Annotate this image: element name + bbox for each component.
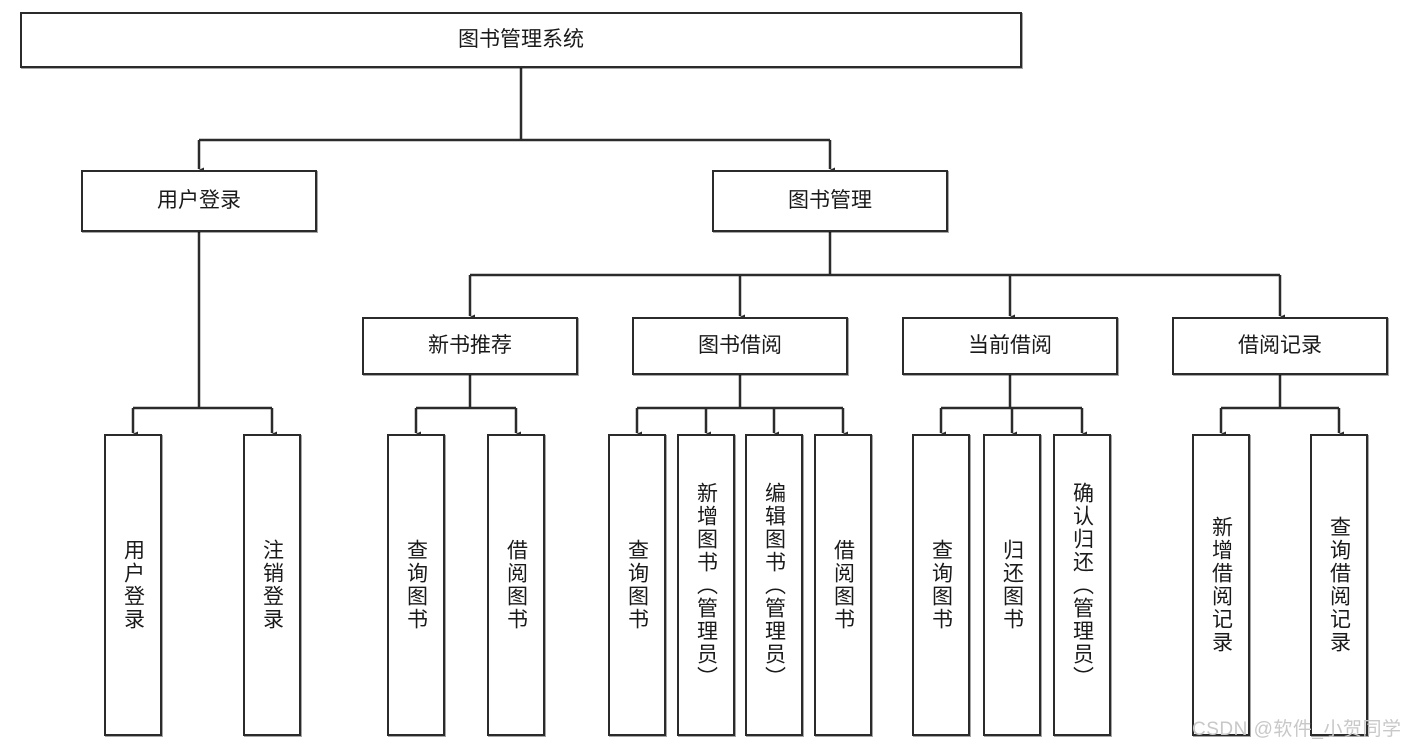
node-label: 图书借阅: [698, 333, 782, 357]
node-label: 借阅记录: [1238, 333, 1322, 357]
node-leaf-bk-edit[interactable]: 编辑图书（管理员）: [745, 434, 803, 736]
node-leaf-user-logout[interactable]: 注销登录: [243, 434, 301, 736]
node-label: 确认归还（管理员）: [1070, 481, 1094, 689]
node-newbook[interactable]: 新书推荐: [362, 317, 578, 375]
node-label: 用户登录: [157, 188, 241, 212]
node-label: 当前借阅: [968, 333, 1052, 357]
node-leaf-bk-add[interactable]: 新增图书（管理员）: [677, 434, 735, 736]
node-leaf-bk-borrow[interactable]: 借阅图书: [814, 434, 872, 736]
edge-group: [128, 68, 1344, 441]
node-label: 图书管理: [788, 188, 872, 212]
node-leaf-rc-query[interactable]: 查询借阅记录: [1310, 434, 1368, 736]
node-leaf-nb-borrow[interactable]: 借阅图书: [487, 434, 545, 736]
node-label: 查询图书: [404, 539, 428, 631]
node-label: 图书管理系统: [458, 27, 584, 51]
node-leaf-nb-query[interactable]: 查询图书: [387, 434, 445, 736]
node-leaf-cb-query[interactable]: 查询图书: [912, 434, 970, 736]
node-leaf-bk-query[interactable]: 查询图书: [608, 434, 666, 736]
node-borrow[interactable]: 图书借阅: [632, 317, 848, 375]
node-label: 查询图书: [929, 539, 953, 631]
node-leaf-rc-add[interactable]: 新增借阅记录: [1192, 434, 1250, 736]
node-leaf-cb-return[interactable]: 归还图书: [983, 434, 1041, 736]
node-records[interactable]: 借阅记录: [1172, 317, 1388, 375]
node-label: 用户登录: [121, 539, 145, 631]
node-label: 查询图书: [625, 539, 649, 631]
node-label: 注销登录: [260, 539, 284, 631]
node-label: 借阅图书: [504, 539, 528, 631]
node-label: 归还图书: [1000, 539, 1024, 631]
node-label: 借阅图书: [831, 539, 855, 631]
node-bookmgmt[interactable]: 图书管理: [712, 170, 948, 232]
node-current[interactable]: 当前借阅: [902, 317, 1118, 375]
node-root[interactable]: 图书管理系统: [20, 12, 1022, 68]
node-label: 查询借阅记录: [1327, 516, 1351, 654]
node-label: 新增借阅记录: [1209, 516, 1233, 654]
node-label: 编辑图书（管理员）: [762, 481, 786, 689]
node-login[interactable]: 用户登录: [81, 170, 317, 232]
node-leaf-user-login[interactable]: 用户登录: [104, 434, 162, 736]
node-label: 新增图书（管理员）: [694, 481, 718, 689]
node-leaf-cb-confirm[interactable]: 确认归还（管理员）: [1053, 434, 1111, 736]
node-label: 新书推荐: [428, 333, 512, 357]
